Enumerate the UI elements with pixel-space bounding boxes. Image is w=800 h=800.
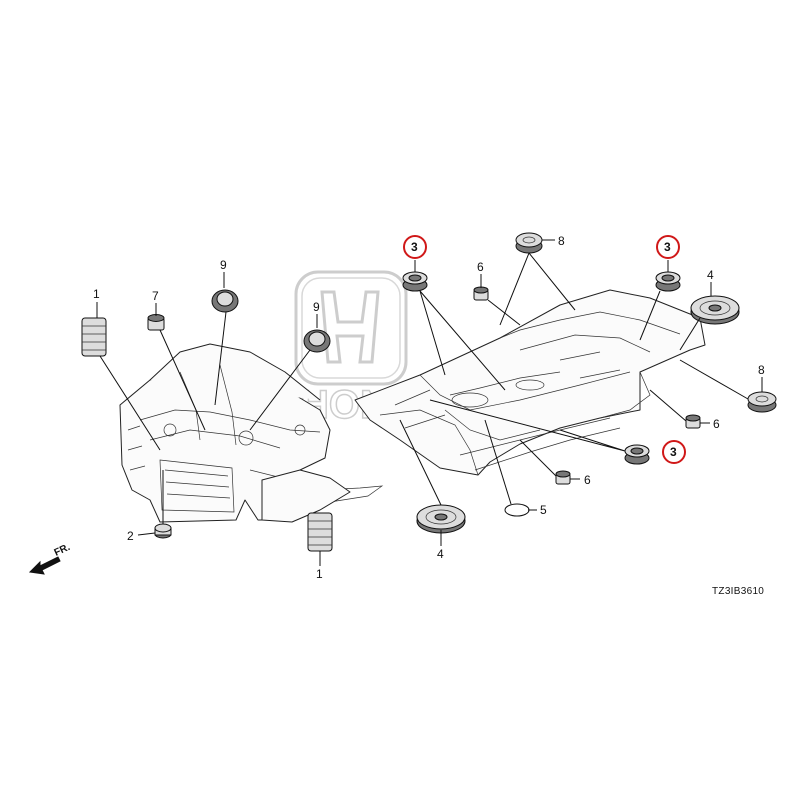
plug-part-6-a xyxy=(473,286,489,301)
grommet-part-9-a xyxy=(211,289,239,313)
callout-1-left: 1 xyxy=(93,287,100,301)
plug-part-7 xyxy=(147,314,165,331)
large-grommet-part-4-bottom xyxy=(416,504,466,534)
front-arrow-icon xyxy=(28,556,61,575)
grommet-part-8-right xyxy=(747,391,777,413)
bump-stop-part-1-right xyxy=(307,512,333,552)
grommet-part-9-b xyxy=(303,329,331,353)
highlight-ring-3-c xyxy=(662,440,686,464)
callout-4-right: 4 xyxy=(707,268,714,282)
grommet-part-3-c xyxy=(624,444,650,465)
front-label: FR. xyxy=(53,542,72,559)
diagram-code: TZ3IB3610 xyxy=(712,586,764,597)
bump-stop-part-1-left xyxy=(81,317,107,357)
callout-7: 7 xyxy=(152,289,159,303)
floor-pan-structure xyxy=(354,289,706,476)
plug-part-2 xyxy=(154,523,172,539)
plug-part-6-c xyxy=(555,470,571,485)
grommet-part-3-a xyxy=(402,271,428,292)
callout-5: 5 xyxy=(540,503,547,517)
seal-ring-part-5 xyxy=(504,503,530,517)
callout-6-c: 6 xyxy=(584,473,591,487)
front-body-structure xyxy=(119,343,384,523)
callout-2: 2 xyxy=(127,529,134,543)
callout-8-top: 8 xyxy=(558,234,565,248)
callout-9-a: 9 xyxy=(220,258,227,272)
callout-3-b: 3 xyxy=(664,240,671,254)
highlight-ring-3-b xyxy=(656,235,680,259)
grommet-part-8-top xyxy=(515,232,543,254)
callout-8-right: 8 xyxy=(758,363,765,377)
callout-9-b: 9 xyxy=(313,300,320,314)
highlight-ring-3-a xyxy=(403,235,427,259)
plug-part-6-b xyxy=(685,414,701,429)
large-grommet-part-4-right xyxy=(690,295,740,325)
callout-3-a: 3 xyxy=(411,240,418,254)
callout-1-right: 1 xyxy=(316,567,323,581)
callout-labels: 1 1 2 3 3 3 4 4 5 6 6 6 7 8 8 9 9 xyxy=(93,234,765,581)
callout-3-c: 3 xyxy=(670,445,677,459)
callout-4-bottom: 4 xyxy=(437,547,444,561)
leader-lines xyxy=(96,239,763,566)
callout-6-b: 6 xyxy=(713,417,720,431)
grommet-part-3-b xyxy=(655,271,681,292)
front-direction-indicator: FR. xyxy=(28,542,72,575)
callout-6-a: 6 xyxy=(477,260,484,274)
